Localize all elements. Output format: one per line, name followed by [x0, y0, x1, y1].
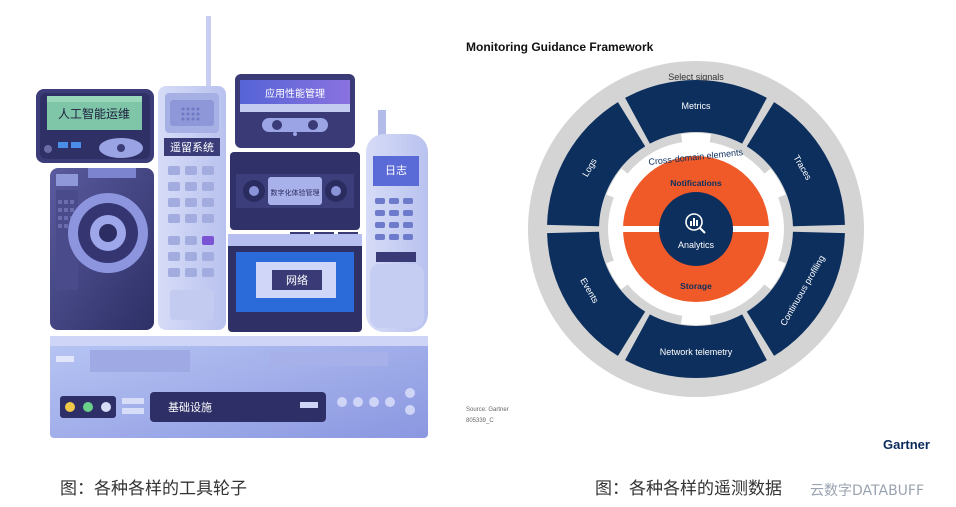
gear-tooth	[680, 133, 712, 144]
gear-tooth	[763, 260, 786, 290]
segment-label-metrics: Metrics	[682, 101, 711, 111]
segment-network-telemetry	[625, 314, 767, 378]
label-logs: 日志	[385, 164, 407, 177]
mobile-phone	[366, 110, 428, 332]
figure-id: 805339_C	[466, 418, 494, 424]
left-caption: 图：各种各样的工具轮子	[60, 479, 247, 499]
vcr-infrastructure	[50, 336, 428, 438]
watermark: 云数字DATABUFF	[810, 483, 925, 499]
storage-label: Storage	[680, 281, 712, 291]
label-ai-ops: 人工智能运维	[58, 106, 130, 121]
segment-logs	[547, 102, 646, 227]
segment-label-network-telemetry: Network telemetry	[660, 347, 733, 357]
segment-events	[547, 231, 646, 356]
analytics-label: Analytics	[678, 240, 715, 250]
label-dem: 数字化体验管理	[271, 188, 320, 197]
vhs-dem	[230, 152, 360, 238]
segment-ring	[547, 80, 845, 378]
segment-metrics	[625, 80, 767, 144]
select-signals-label: Select signals	[668, 72, 724, 82]
walkie-phone	[158, 16, 226, 330]
source-note: Source: Gartner	[466, 407, 509, 413]
camera-device	[50, 168, 154, 330]
gear-tooth	[606, 260, 629, 290]
cassette-apm	[235, 74, 355, 148]
ai-ops-device	[36, 89, 154, 163]
label-apm: 应用性能管理	[265, 87, 325, 100]
label-network: 网络	[286, 273, 308, 287]
segment-continuous-profiling	[746, 231, 845, 356]
gear-tooth	[680, 314, 712, 325]
gear-tooth	[606, 168, 629, 198]
right-caption: 图：各种各样的遥测数据	[595, 479, 782, 499]
gartner-logo: Gartner	[883, 437, 930, 452]
label-telemetry: 遥留系统	[170, 141, 214, 154]
analytics-icon	[685, 213, 706, 234]
notifications-label: Notifications	[670, 178, 722, 188]
gear-tooth	[763, 168, 786, 198]
network-box	[228, 234, 362, 332]
framework-title: Monitoring Guidance Framework	[466, 40, 654, 54]
label-infra: 基础设施	[168, 401, 212, 414]
segment-traces	[746, 102, 845, 227]
